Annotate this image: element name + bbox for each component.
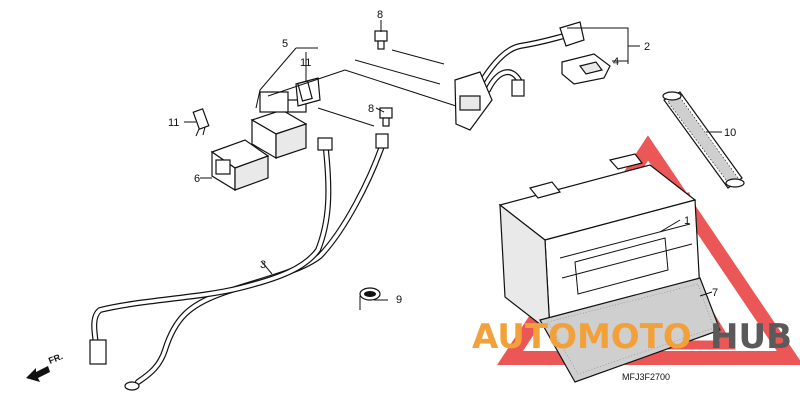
fuse-right [297,80,313,102]
callout-11-left: 11 [168,117,179,129]
callout-3: 3 [260,259,266,271]
callout-2: 2 [644,41,650,53]
fuse-left [192,108,210,137]
cable-band [359,287,381,310]
callout-6: 6 [194,173,200,185]
sub-harness [454,21,585,131]
callout-7: 7 [712,287,718,299]
front-label: FR. [47,351,64,366]
watermark-text-automoto: AUTOMOTO [472,317,692,357]
callout-8-lower: 8 [368,103,374,115]
bracket [561,53,611,85]
bolt-upper [374,30,388,50]
callout-1: 1 [684,215,690,227]
relay-cover [210,139,270,192]
battery-pad [539,277,721,383]
battery-strap [662,91,745,189]
callout-8-upper: 8 [377,9,383,21]
bolt-lower [379,107,393,127]
callout-4: 4 [613,56,619,68]
front-direction: FR. [26,351,64,382]
diagram-code: MFJ3F2700 [622,372,670,382]
callouts: 1 2 3 4 5 6 7 8 8 9 10 11 11 [168,9,736,306]
callout-10: 10 [724,127,736,139]
callout-5: 5 [282,38,288,50]
front-arrow-icon [26,366,50,382]
leader-lines [184,20,722,301]
battery-cable [89,133,389,391]
watermark-text: AUTOMOTO HUB [472,317,792,357]
watermark-text-hub: HUB [710,317,792,357]
callout-9: 9 [396,294,402,306]
callout-11-top: 11 [300,57,311,69]
